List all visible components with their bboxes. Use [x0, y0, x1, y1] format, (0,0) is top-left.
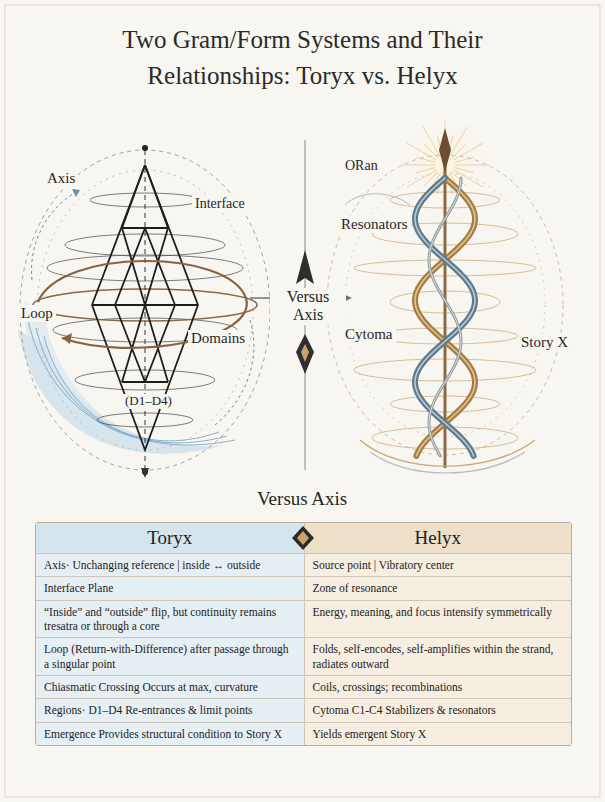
- axis-label: Versus Axis: [270, 288, 346, 325]
- strand-highlight: [429, 178, 461, 456]
- part-label: Story X: [518, 334, 571, 351]
- comparison-table: ToryxHelyxAxis· Unchanging reference | i…: [35, 522, 572, 746]
- diamond-symbol: [296, 334, 314, 374]
- table-heading: Versus Axis: [254, 488, 350, 510]
- light-ray: [454, 143, 483, 160]
- boundary-dashed: [20, 150, 270, 470]
- loop-arrowhead: [62, 333, 72, 344]
- spire-symbol: [296, 250, 314, 284]
- helix-strand: [415, 178, 475, 456]
- table-cell: Axis· Unchanging reference | inside ↔ ou…: [36, 553, 304, 576]
- versus-divider: [250, 140, 352, 470]
- crystal-edge: [122, 305, 168, 382]
- axis-dot: [142, 145, 148, 151]
- part-label: Loop: [18, 305, 56, 322]
- column-header: Helyx: [304, 523, 572, 553]
- flow-arrow: [32, 190, 80, 280]
- crystal-edge: [122, 227, 168, 229]
- light-ray: [416, 168, 435, 173]
- helix-strand: [415, 178, 475, 456]
- swirl: [345, 194, 410, 205]
- table-cell: Loop (Return-with-Difference) after pass…: [36, 637, 304, 675]
- flow-arrowhead: [72, 189, 80, 197]
- column-header: Toryx: [36, 523, 304, 553]
- helyx-figure: [327, 117, 563, 473]
- crystal-edge: [122, 228, 168, 305]
- header-icon: [291, 525, 315, 551]
- toryx-figure: [18, 145, 270, 478]
- part-label: Cytoma: [342, 326, 396, 343]
- crystal-edge: [122, 381, 168, 383]
- table-cell: Emergence Provides structural condition …: [36, 722, 304, 745]
- diamond-inlay: [297, 531, 309, 545]
- light-ray: [455, 165, 489, 166]
- spear-tip: [439, 128, 451, 172]
- table-cell: Interface Plane: [36, 576, 304, 599]
- table-cell: “Inside” and “outside” flip, but continu…: [36, 600, 304, 638]
- part-label: Axis: [44, 170, 78, 187]
- diamond-inlay: [301, 344, 309, 362]
- table-cell: Source point | Vibratory center: [304, 553, 572, 576]
- diamond-symbol: [292, 526, 314, 550]
- blue-wash: [25, 300, 170, 455]
- light-ray: [401, 165, 435, 166]
- crystal-edge: [92, 165, 198, 450]
- part-label: ORan: [342, 158, 381, 174]
- table-cell: Regions· D1–D4 Re-entrances & limit poin…: [36, 698, 304, 721]
- part-label: (D1–D4): [122, 394, 175, 409]
- axis-arrowhead: [141, 468, 149, 478]
- part-label: Resonators: [338, 216, 411, 233]
- table-cell: Energy, meaning, and focus intensify sym…: [304, 600, 572, 638]
- part-label: Interface: [192, 196, 248, 212]
- base-swirl: [360, 440, 535, 466]
- table-cell: Zone of resonance: [304, 576, 572, 599]
- base-swirl: [370, 452, 525, 473]
- strand-highlight: [415, 178, 475, 456]
- table-cell: Cytoma C1-C4 Stabilizers & resonators: [304, 698, 572, 721]
- light-ray: [423, 127, 440, 156]
- strand-highlight: [415, 178, 475, 456]
- axis-line: [145, 150, 146, 470]
- page-frame: [5, 5, 600, 797]
- table-cell: Coils, crossings; recombinations: [304, 675, 572, 698]
- crystal-edge: [122, 165, 145, 228]
- table-cell: Yields emergent Story X: [304, 722, 572, 745]
- light-ray: [455, 157, 474, 162]
- part-label: Domains: [188, 330, 248, 347]
- boundary-dashed: [37, 170, 253, 450]
- helix-strand: [429, 178, 461, 456]
- light-ray: [407, 170, 436, 187]
- table-cell: Chiasmatic Crossing Occurs at max, curva…: [36, 675, 304, 698]
- title: Two Gram/Form Systems and Their Relation…: [100, 22, 505, 95]
- table-cell: Folds, self-encodes, self-amplifies with…: [304, 637, 572, 675]
- crystal-edge: [145, 165, 168, 228]
